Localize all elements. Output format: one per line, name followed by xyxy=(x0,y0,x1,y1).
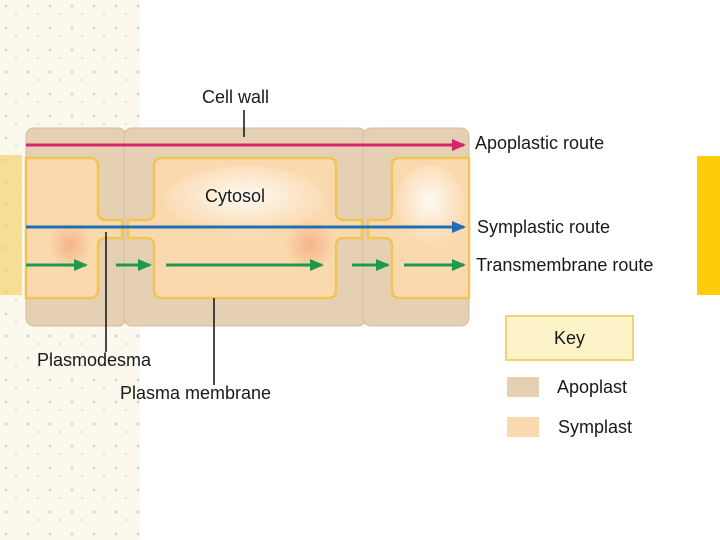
key-item-label: Symplast xyxy=(558,417,633,437)
plasmodesma-glow-left xyxy=(48,221,92,269)
cytosol-label: Cytosol xyxy=(205,186,266,206)
plasmodesma-label: Plasmodesma xyxy=(37,350,152,370)
plasmodesma-glow-right xyxy=(284,219,336,271)
decorative-accent-bar xyxy=(697,156,720,295)
symplast-swatch xyxy=(507,417,539,437)
key-title-box: Key xyxy=(505,315,634,361)
plasma-membrane-label: Plasma membrane xyxy=(120,383,272,403)
cytosol-highlight-right xyxy=(396,165,464,245)
key-item-label: Apoplast xyxy=(557,377,628,397)
cytosol-highlight xyxy=(165,166,325,234)
key-title: Key xyxy=(553,327,586,348)
decorative-strip-left xyxy=(0,155,22,295)
cell-wall-label: Cell wall xyxy=(202,87,270,107)
apoplastic-route-label: Apoplastic route xyxy=(475,133,605,153)
symplastic-route-label: Symplastic route xyxy=(477,217,611,237)
transmembrane-route-label: Transmembrane route xyxy=(476,255,654,275)
apoplast-swatch xyxy=(507,377,539,397)
